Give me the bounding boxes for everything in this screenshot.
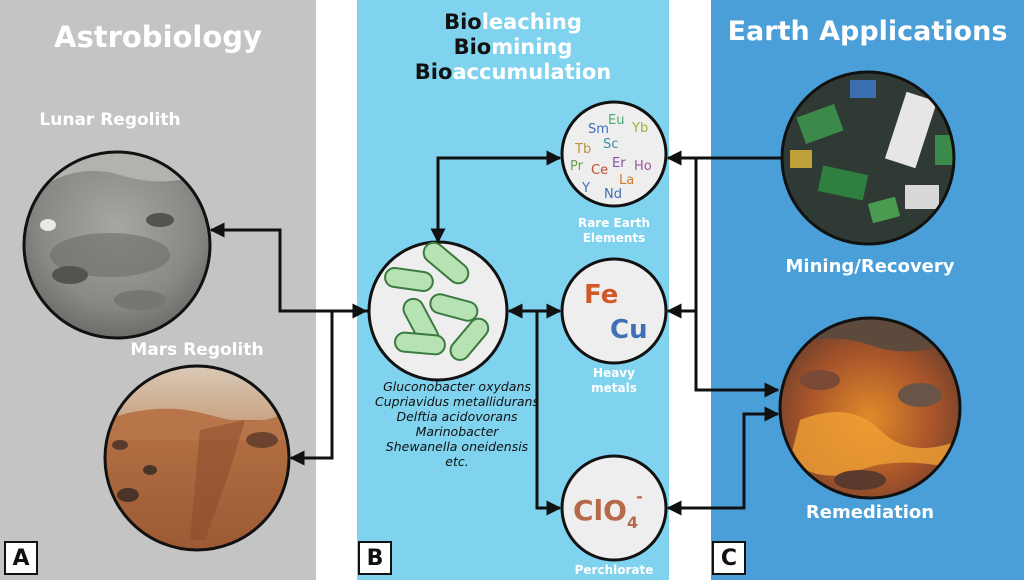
- e-waste-image: [780, 70, 956, 246]
- element-ce: Ce: [591, 163, 608, 178]
- bacteria-circle: [367, 240, 509, 382]
- process-bioleaching: Bioleaching: [444, 10, 582, 34]
- perchlorate-main: ClO: [573, 494, 627, 527]
- arrow-bacteria-rare-earth: [430, 150, 562, 244]
- element-tb: Tb: [574, 142, 591, 157]
- mars-regolith-image: [103, 364, 291, 552]
- remediation-image: [778, 316, 962, 500]
- mars-regolith-label: Mars Regolith: [130, 340, 264, 360]
- element-y: Y: [581, 181, 590, 196]
- element-cu: Cu: [610, 315, 648, 345]
- earth-applications-title: Earth Applications: [727, 16, 1008, 47]
- arrow-to-lunar: [209, 222, 368, 313]
- bacterium: [394, 331, 446, 356]
- perchlorate-superscript: -: [636, 487, 643, 506]
- lunar-regolith-image: [22, 150, 212, 340]
- arrow-bacteria-perchlorate: [535, 311, 562, 516]
- element-la: La: [619, 173, 634, 188]
- element-sm: Sm: [588, 122, 609, 137]
- element-yb: Yb: [631, 121, 648, 136]
- element-sc: Sc: [603, 137, 618, 152]
- element-eu: Eu: [608, 113, 624, 128]
- lunar-regolith-label: Lunar Regolith: [39, 110, 181, 130]
- bacterium: [422, 241, 470, 285]
- element-ho: Ho: [634, 159, 652, 174]
- species-item: Marinobacter: [415, 424, 499, 439]
- species-item: Shewanella oneidensis: [385, 439, 529, 454]
- element-nd: Nd: [604, 187, 622, 202]
- rare-earth-label: Rare Earth Elements: [577, 216, 651, 245]
- species-item: Cupriavidus metallidurans: [374, 394, 539, 409]
- element-er: Er: [612, 156, 626, 171]
- perchlorate-circle: ClO4 -: [560, 454, 668, 562]
- species-item: etc.: [445, 454, 469, 469]
- perchlorate-label: Perchlorate: [574, 563, 654, 577]
- element-pr: Pr: [570, 159, 584, 174]
- arrow-to-mars: [289, 311, 334, 466]
- panel-b-tag: B: [358, 541, 392, 575]
- bacterium: [429, 293, 479, 322]
- bacterium: [384, 266, 434, 293]
- perchlorate-formula: ClO4 -: [573, 487, 643, 532]
- element-fe: Fe: [584, 280, 618, 310]
- process-biomining: Biomining: [453, 35, 573, 59]
- mining-recovery-label: Mining/Recovery: [785, 256, 955, 277]
- heavy-metals-label: Heavy metals: [591, 366, 637, 395]
- panel-c-tag: C: [712, 541, 746, 575]
- process-bioaccumulation: Bioaccumulation: [414, 60, 612, 84]
- astrobiology-title: Astrobiology: [54, 20, 262, 54]
- connector-arrows: [209, 150, 782, 516]
- panel-a-tag: A: [4, 541, 38, 575]
- heavy-metals-circle: Fe Cu: [560, 257, 668, 365]
- species-list: Gluconobacter oxydans Cupriavidus metall…: [357, 379, 557, 469]
- arrow-heavy-metals-remediation: [694, 311, 780, 398]
- bacterium: [449, 317, 490, 361]
- arrow-perchlorate-remediation: [666, 406, 780, 516]
- remediation-label: Remediation: [805, 502, 935, 523]
- species-item: Delftia acidovorans: [396, 409, 518, 424]
- perchlorate-subscript: 4: [627, 513, 638, 532]
- species-item: Gluconobacter oxydans: [383, 379, 531, 394]
